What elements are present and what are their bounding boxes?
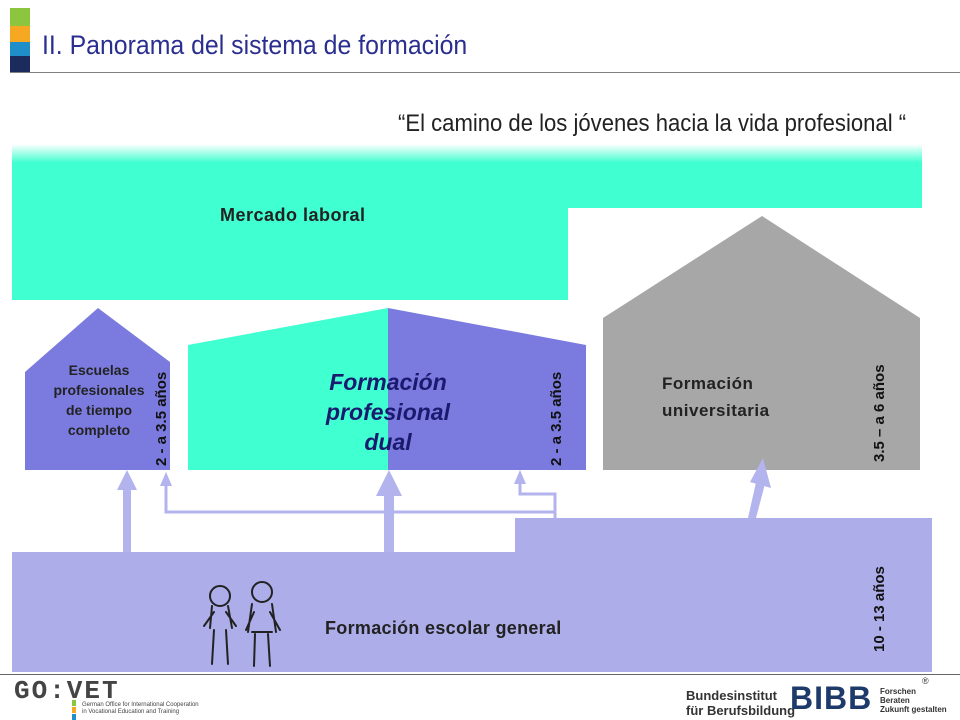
page-subtitle: “El camino de los jóvenes hacia la vida … [398, 110, 907, 137]
arrow-to-dual-shaft [384, 492, 394, 552]
duration-dual: 2 - a 3.5 años [548, 371, 565, 466]
arrow-to-dual-head [376, 470, 402, 496]
arrow-to-schools-shaft [123, 488, 131, 552]
govet-logo: GO:VET [14, 676, 120, 706]
arrow-to-schools-head [117, 470, 137, 490]
general-schooling-block [12, 518, 932, 672]
dual-training-left [188, 308, 388, 470]
registered-mark: ® [922, 676, 929, 686]
arrow-to-university-shaft [748, 478, 766, 518]
university-label: Formación universitaria [662, 374, 770, 420]
bibb-tagline: Forschen Beraten Zukunft gestalten [880, 687, 947, 714]
duration-university: 3.5 – a 6 años [871, 364, 888, 462]
students-figures [203, 581, 281, 667]
labor-market-label: Mercado laboral [220, 205, 366, 225]
university-house [603, 216, 920, 470]
title-divider [10, 72, 960, 73]
duration-general-schooling: 10 - 13 años [871, 566, 888, 652]
vocational-schools-house [25, 308, 170, 470]
bibb-logo: BIBB [790, 680, 873, 716]
arrow-thin-to-dual [518, 482, 557, 518]
footer-divider [0, 674, 960, 675]
header-color-bar [10, 8, 30, 72]
bibb-institute-name: Bundesinstitut für Berufsbildung [686, 688, 796, 718]
labor-market-block [12, 144, 922, 300]
arrow-to-university-head [750, 458, 771, 488]
govet-caption: German Office for International Cooperat… [82, 702, 199, 715]
dual-training-label: Formación profesional dual [326, 369, 450, 455]
dual-training-right [388, 308, 586, 470]
duration-schools: 2 - a 3.5 años [153, 371, 170, 466]
general-schooling-label: Formación escolar general [325, 618, 562, 638]
vocational-schools-label: Escuelas profesionales de tiempo complet… [53, 362, 145, 438]
arrow-thin-to-schools [164, 484, 557, 518]
page-title: II. Panorama del sistema de formación [42, 30, 468, 60]
govet-logo-mark [72, 700, 76, 720]
